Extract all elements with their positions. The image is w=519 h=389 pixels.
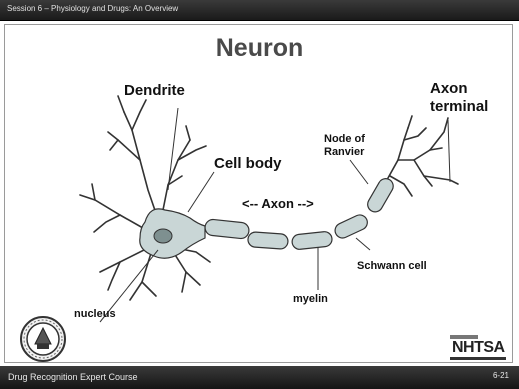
label-node-of-ranvier-line2: Ranvier xyxy=(324,146,365,159)
dendrites xyxy=(80,96,210,300)
label-dendrite: Dendrite xyxy=(124,82,185,99)
label-axon-terminal-line2: terminal xyxy=(430,98,488,116)
label-axon-terminal-line1: Axon xyxy=(430,80,488,98)
label-myelin: myelin xyxy=(293,293,328,305)
label-axon: <-- Axon --> xyxy=(242,196,314,211)
slide-number: 6-21 xyxy=(493,371,509,380)
nucleus-shape xyxy=(154,229,172,243)
nhtsa-logo-text: NHTSA xyxy=(452,339,505,357)
footer-bar: Drug Recognition Expert Course 6-21 xyxy=(0,366,519,389)
label-schwann-cell: Schwann cell xyxy=(357,260,427,272)
label-node-of-ranvier: Node of Ranvier xyxy=(324,133,365,159)
label-axon-terminal: Axon terminal xyxy=(430,80,488,116)
myelin-sheath xyxy=(204,176,396,250)
seal-logo xyxy=(20,316,66,362)
cell-body xyxy=(140,209,205,258)
nhtsa-logo: NHTSA xyxy=(448,334,508,367)
label-node-of-ranvier-line1: Node of xyxy=(324,133,365,146)
label-cell-body: Cell body xyxy=(214,155,282,172)
axon-terminal-branches xyxy=(388,116,458,196)
label-nucleus: nucleus xyxy=(74,308,116,320)
course-name: Drug Recognition Expert Course xyxy=(8,372,138,382)
